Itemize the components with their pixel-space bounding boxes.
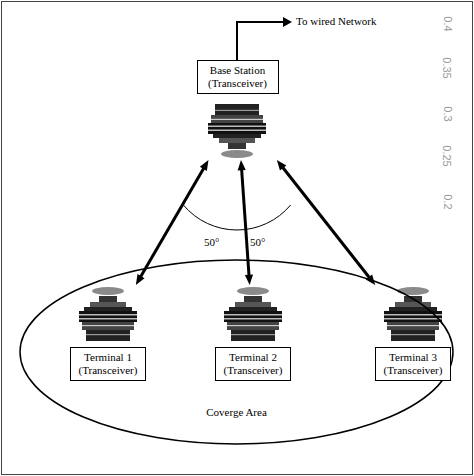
transceiver-node: Terminal 3 (Transceiver) [373,285,453,381]
transceiver-node: Terminal 1 (Transceiver) [68,285,148,381]
link-arrow [136,160,209,285]
angle-label: 50° [204,236,219,248]
node-label: Terminal 2 (Transceiver) [215,347,291,381]
transceiver-node: Base Station (Transceiver) [190,60,285,160]
area-label: Coverge Area [206,406,267,418]
link-arrow [238,160,253,285]
watermark: 0.2 [442,194,454,209]
network-label: To wired Network [296,15,377,27]
watermark: 0.25 [441,145,453,166]
node-label: Terminal 1 (Transceiver) [70,347,146,381]
node-label: Terminal 3 (Transceiver) [375,347,451,381]
coverage-ellipse: Coverge Area Terminal 1 (Transceiver) Term… [18,258,455,446]
link-arrow [277,160,375,285]
angle-label: 50° [250,236,265,248]
watermark: 0.3 [442,106,454,121]
node-label: Base Station (Transceiver) [197,60,279,94]
watermark: 0.35 [441,57,453,78]
transceiver-node: Terminal 2 (Transceiver) [213,285,293,381]
watermark: 0.4 [442,16,454,31]
